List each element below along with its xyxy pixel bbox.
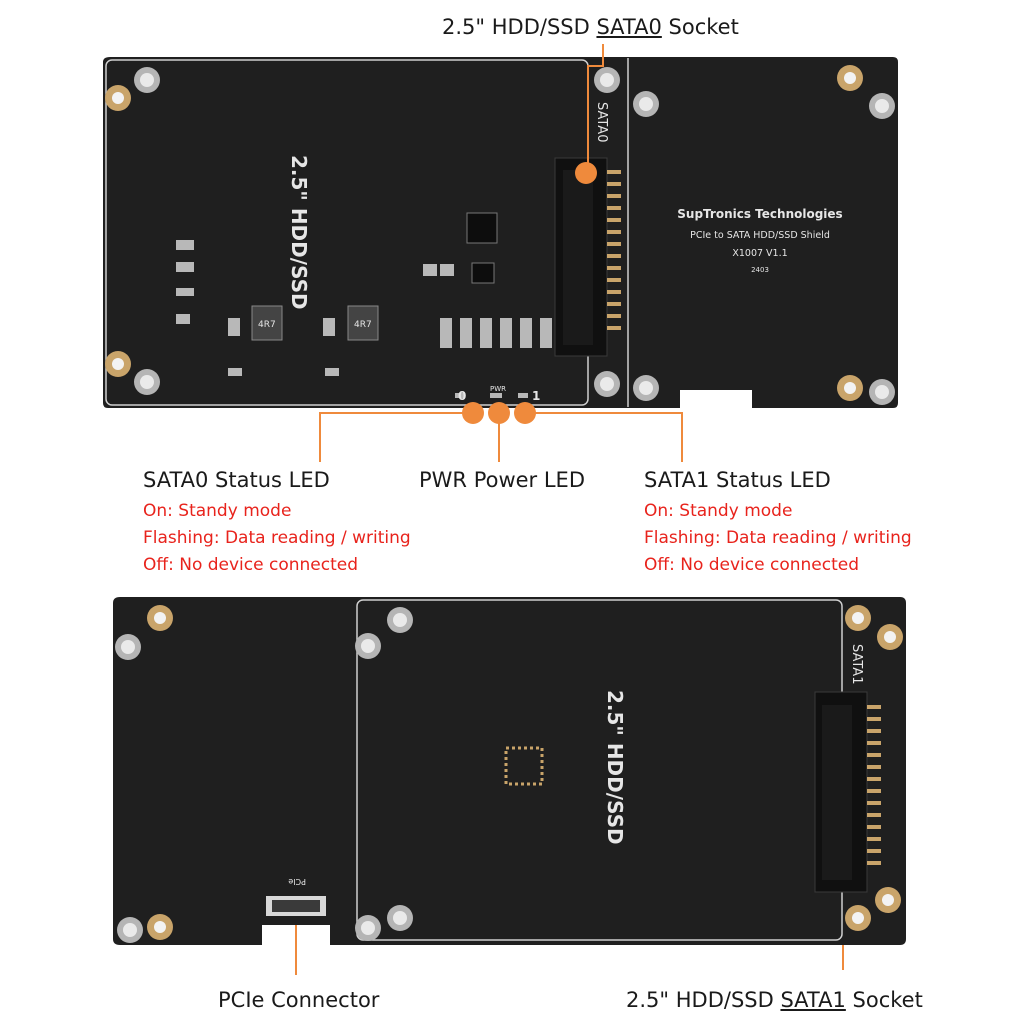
sata0-label-prefix: 2.5" HDD/SSD xyxy=(442,15,597,39)
pcie-connector-label: PCIe Connector xyxy=(218,988,380,1012)
sata1-label-socket: SATA1 xyxy=(780,988,846,1012)
led-label-1: 1 xyxy=(532,389,540,403)
sata0-label-suffix: Socket xyxy=(661,15,739,39)
silk-inductor-1: 4R7 xyxy=(258,320,276,330)
silk-hdd-ssd-bottom: 2.5" HDD/SSD xyxy=(603,690,627,845)
sata1-led-note-off: Off: No device connected xyxy=(644,555,860,575)
silk-product: PCIe to SATA HDD/SSD Shield xyxy=(690,230,830,241)
sata1-label-prefix: 2.5" HDD/SSD xyxy=(626,988,781,1012)
silk-sata0: SATA0 xyxy=(594,102,609,142)
pwr-led-title: PWR Power LED xyxy=(419,468,586,492)
sata0-led-note-flashing: Flashing: Data reading / writing xyxy=(143,528,411,548)
sata1-led-title: SATA1 Status LED xyxy=(644,468,831,492)
silk-brand: SupTronics Technologies xyxy=(677,207,842,221)
mounting-holes-bottom xyxy=(115,605,903,943)
sata0-label-socket: SATA0 xyxy=(596,15,662,39)
sata0-led-title: SATA0 Status LED xyxy=(143,468,330,492)
bottom-board: 2.5" HDD/SSD SATA1 PCIe xyxy=(113,597,906,945)
silk-inductor-2: 4R7 xyxy=(354,320,372,330)
silk-pcie: PCIe xyxy=(288,877,306,886)
callout-lines-top xyxy=(295,44,844,975)
silk-hdd-ssd-top: 2.5" HDD/SSD xyxy=(287,155,311,310)
silk-sata1: SATA1 xyxy=(849,644,864,684)
sata1-socket-label: 2.5" HDD/SSD SATA1 Socket xyxy=(626,988,923,1012)
sata0-led-note-on: On: Standy mode xyxy=(143,501,292,521)
top-board: 4R7 4R7 2.5" HDD/SSD SATA0 SupTronics Te… xyxy=(103,57,898,408)
sata0-socket-label: 2.5" HDD/SSD SATA0 Socket xyxy=(442,15,739,39)
sata1-led-note-flashing: Flashing: Data reading / writing xyxy=(644,528,912,548)
led-label-pwr: PWR xyxy=(490,385,506,393)
silk-date-code: 2403 xyxy=(751,266,769,274)
mounting-holes-top xyxy=(105,65,895,405)
silk-model: X1007 V1.1 xyxy=(732,248,787,259)
sata0-led-note-off: Off: No device connected xyxy=(143,555,359,575)
sata1-led-note-on: On: Standy mode xyxy=(644,501,793,521)
sata1-label-suffix: Socket xyxy=(845,988,923,1012)
led-label-0: 0 xyxy=(458,389,466,403)
